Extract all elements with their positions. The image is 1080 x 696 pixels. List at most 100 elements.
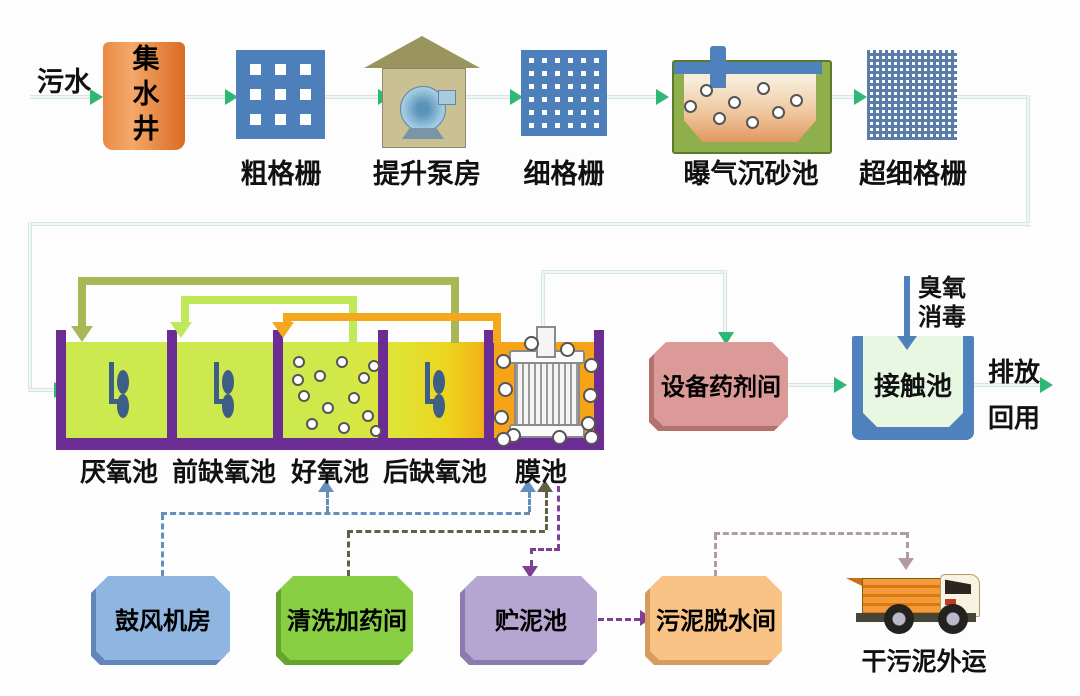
discharge-label: 排放 bbox=[988, 357, 1041, 387]
membrane-module-icon bbox=[514, 352, 580, 438]
dashed-pipe bbox=[347, 532, 350, 576]
recirculation-pipe bbox=[493, 313, 501, 343]
flow-arrowhead bbox=[718, 332, 734, 345]
bubble-icon bbox=[583, 388, 598, 403]
flow-arrowhead bbox=[1040, 377, 1053, 393]
dashed-pipe bbox=[906, 532, 909, 558]
mixer-shaft-icon bbox=[109, 362, 114, 404]
tank-wall-bottom bbox=[56, 438, 604, 450]
flow-pipe bbox=[28, 222, 32, 392]
flow-arrowhead bbox=[854, 89, 867, 105]
flow-pipe bbox=[30, 95, 92, 99]
flow-arrowhead bbox=[834, 377, 847, 393]
dewatering-room-label: 污泥脱水间 bbox=[650, 576, 782, 660]
fine-screen-icon bbox=[521, 50, 607, 136]
mixer-blade-icon bbox=[117, 394, 129, 418]
dashed-pipe bbox=[530, 548, 560, 551]
recirculation-arrowhead bbox=[170, 322, 192, 338]
mixer-shaft-icon bbox=[214, 362, 219, 404]
flow-pipe bbox=[180, 95, 227, 99]
blower-room-label: 鼓风机房 bbox=[96, 576, 230, 660]
mixer-blade-icon bbox=[222, 370, 234, 394]
anaerobic-tank-label: 厌氧池 bbox=[79, 457, 159, 487]
dashed-arrowhead bbox=[318, 480, 334, 492]
ozone-label-line2: 消毒 bbox=[918, 304, 966, 331]
bubble-icon bbox=[560, 342, 575, 357]
flow-pipe bbox=[826, 95, 856, 99]
dashed-pipe bbox=[714, 534, 717, 576]
dashed-pipe bbox=[347, 530, 545, 533]
ultrafine-screen-icon bbox=[867, 50, 957, 140]
dashed-pipe bbox=[530, 548, 533, 566]
flow-arrowhead bbox=[225, 89, 238, 105]
tank-divider bbox=[378, 330, 388, 438]
flow-pipe bbox=[1026, 95, 1030, 227]
flow-pipe bbox=[28, 388, 56, 392]
bubble-icon bbox=[496, 354, 511, 369]
bubble-icon bbox=[757, 82, 770, 95]
flow-pipe bbox=[972, 383, 1042, 387]
dashed-pipe bbox=[714, 532, 906, 535]
flow-pipe bbox=[28, 222, 1030, 226]
flow-pipe bbox=[541, 270, 727, 274]
grit-chamber-riser bbox=[710, 46, 726, 88]
ozone-label-line1: 臭氧 bbox=[918, 275, 966, 302]
bubble-icon bbox=[322, 402, 334, 414]
bubble-icon bbox=[362, 410, 374, 422]
inflow-label: 污水 bbox=[37, 67, 91, 97]
recirculation-pipe bbox=[181, 296, 357, 304]
bubble-icon bbox=[370, 425, 382, 437]
pump-base-icon bbox=[402, 128, 444, 139]
bubble-icon bbox=[368, 360, 380, 372]
dewatering-room-node: 污泥脱水间 bbox=[650, 576, 782, 660]
membrane-permeate-pipe bbox=[536, 326, 556, 358]
ozone-arrow bbox=[904, 276, 910, 336]
fine-screen-label: 细格栅 bbox=[523, 159, 605, 189]
bubble-icon bbox=[713, 112, 726, 125]
flow-arrowhead bbox=[90, 89, 103, 105]
bubble-icon bbox=[298, 390, 310, 402]
membrane-tank-label: 膜池 bbox=[514, 457, 568, 487]
dashed-pipe bbox=[545, 492, 548, 530]
recirculation-pipe bbox=[181, 296, 189, 322]
bubble-icon bbox=[581, 416, 596, 431]
dashed-arrowhead bbox=[522, 566, 538, 578]
grit-chamber-label: 曝气沉砂池 bbox=[683, 159, 819, 189]
ozone-label: 臭氧 消毒 bbox=[918, 274, 966, 332]
bubble-icon bbox=[358, 372, 370, 384]
cleaning-room-node: 清洗加药间 bbox=[281, 576, 413, 660]
dashed-pipe bbox=[161, 514, 164, 576]
flow-pipe bbox=[788, 383, 836, 387]
bubble-icon bbox=[498, 382, 513, 397]
bubble-icon bbox=[496, 432, 511, 447]
coarse-screen-label: 粗格栅 bbox=[240, 159, 322, 189]
dashed-arrowhead bbox=[898, 558, 914, 570]
bubble-icon bbox=[746, 116, 759, 129]
mixer-blade-icon bbox=[433, 394, 445, 418]
bubble-icon bbox=[494, 410, 509, 425]
dashed-arrowhead bbox=[520, 480, 536, 492]
tank-divider bbox=[484, 330, 494, 438]
bubble-icon bbox=[306, 418, 318, 430]
grit-chamber-pipe bbox=[674, 62, 822, 74]
flow-pipe bbox=[956, 95, 1030, 99]
recirculation-pipe bbox=[283, 313, 501, 321]
flow-pipe bbox=[607, 95, 658, 99]
bubble-icon bbox=[584, 358, 599, 373]
dashed-pipe bbox=[161, 512, 530, 515]
recirculation-arrowhead bbox=[71, 326, 93, 342]
recirculation-arrowhead bbox=[272, 322, 294, 338]
truck-wheel-icon bbox=[884, 604, 914, 634]
cleaning-room-label: 清洗加药间 bbox=[281, 576, 413, 660]
flow-arrowhead bbox=[656, 89, 669, 105]
sludge-tank-label: 贮泥池 bbox=[465, 576, 597, 660]
tank-chamfer bbox=[949, 413, 963, 427]
dashed-pipe bbox=[528, 492, 531, 512]
bubble-icon bbox=[338, 422, 350, 434]
tank-chamfer bbox=[863, 413, 877, 427]
pump-outlet-icon bbox=[438, 90, 456, 105]
flow-pipe bbox=[723, 270, 727, 334]
dashed-arrowhead bbox=[537, 480, 553, 492]
mixer-shaft-icon bbox=[425, 362, 430, 404]
